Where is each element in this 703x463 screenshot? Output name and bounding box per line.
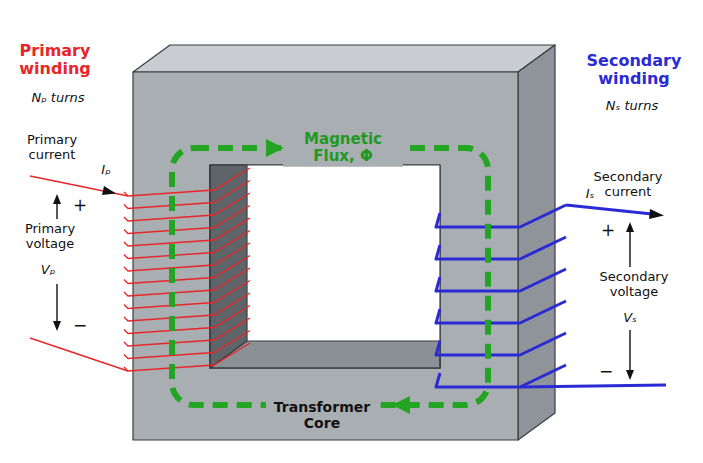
current-label: Secondary current [586,170,670,200]
voltage-label: Primary voltage [8,222,92,252]
core-label: Transformer Core [266,398,378,432]
secondary-turn [436,205,566,227]
primary-turn [124,343,250,371]
turns-label: Nₛ turns [606,99,658,114]
secondary-turn [436,269,566,291]
voltage-arrows [53,194,634,380]
magnetic-flux-path [172,139,488,414]
winding-title: Primary winding [3,42,107,79]
primary-leads [30,176,128,371]
flux-label: Magnetic Flux, Φ [283,130,403,167]
primary-winding-coil [124,168,250,371]
polarity-sign: − [599,362,613,382]
current-label: Primary current [10,133,94,163]
voltage-label: Secondary voltage [592,270,676,300]
polarity-sign: + [73,196,87,216]
polarity-sign: + [601,221,615,241]
secondary-turn [436,365,566,387]
secondary-turn [436,333,566,355]
secondary-turn [436,237,566,259]
voltage-symbol: Vₛ [623,311,637,326]
polarity-sign: − [73,316,87,336]
current-symbol: Iₚ [101,163,110,178]
transformer-core [133,45,555,440]
secondary-current-arrow [649,209,664,219]
secondary-winding-coil [436,205,566,387]
voltage-symbol: Vₚ [41,263,55,278]
primary-current-arrow [102,186,116,195]
winding-title: Secondary winding [578,52,690,89]
turns-label: Nₚ turns [31,91,84,106]
current-symbol: Iₛ [586,187,595,202]
secondary-turn [436,301,566,323]
